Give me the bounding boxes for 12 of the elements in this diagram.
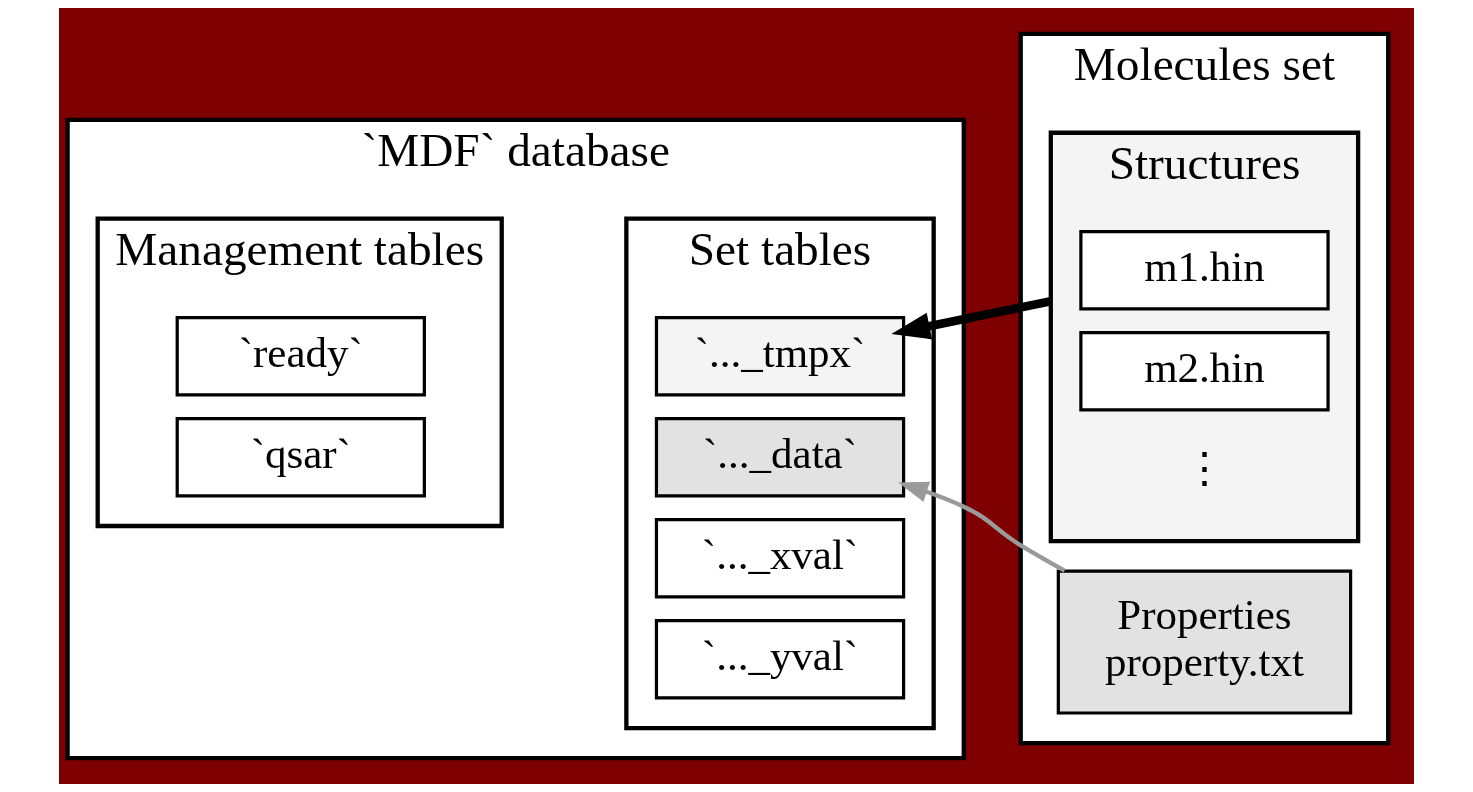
node-box: m2.hin (1079, 331, 1330, 412)
node-box: `..._data` (654, 416, 906, 498)
node-text: ⋮ (1182, 445, 1226, 493)
node-box: `qsar` (175, 416, 426, 498)
node-box: Properties property.txt (1056, 569, 1353, 715)
node-box: `..._tmpx` (654, 315, 906, 397)
arrow (898, 481, 1066, 573)
arrow (891, 297, 1052, 340)
node-box: `..._yval` (654, 618, 906, 700)
node-box: `ready` (175, 315, 426, 397)
node-box: m1.hin (1079, 230, 1330, 311)
node-box: `..._xval` (654, 517, 906, 599)
